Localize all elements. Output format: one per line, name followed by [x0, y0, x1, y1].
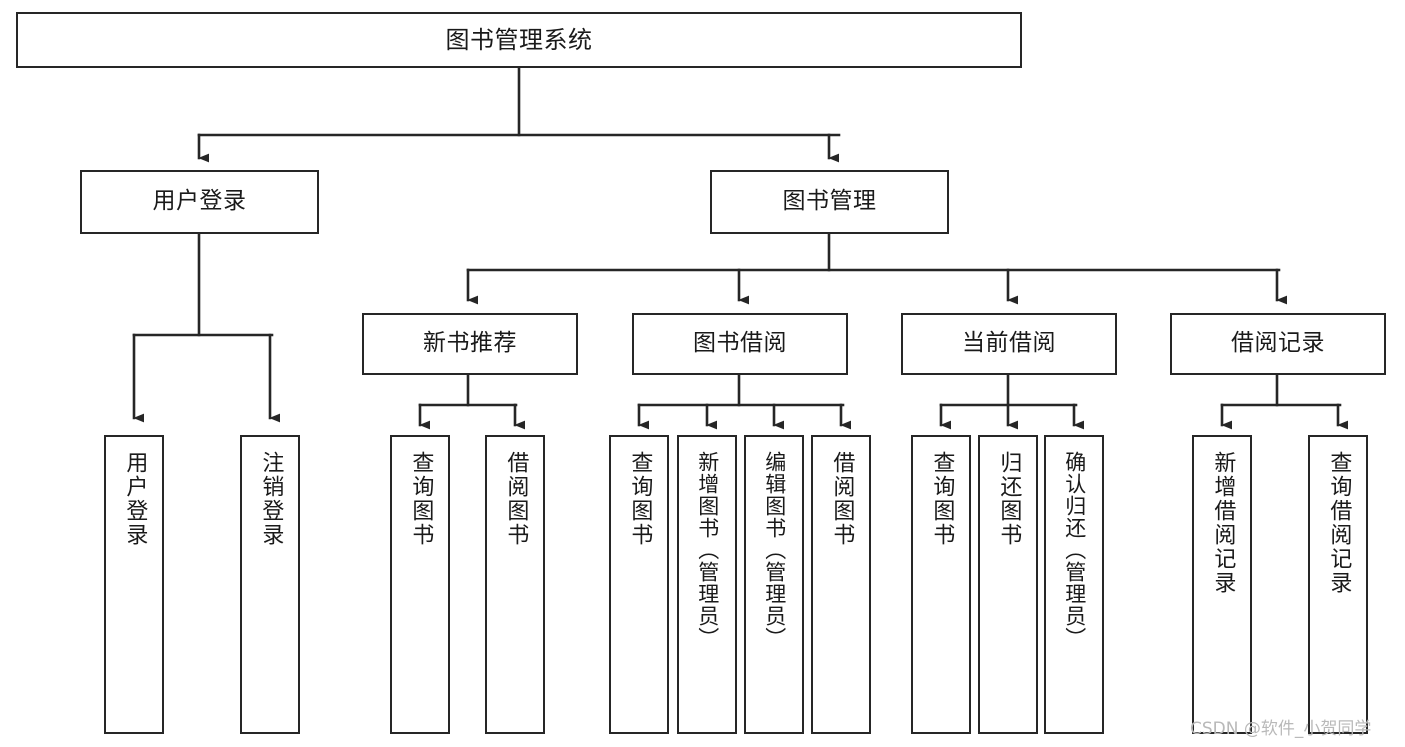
node-label: 确认归还（管理员） — [1062, 451, 1087, 649]
node-root-book-management-system[interactable]: 图书管理系统 — [16, 12, 1022, 68]
leaf-query-book-borrow[interactable]: 查询图书 — [609, 435, 669, 734]
node-label: 借阅图书 — [503, 451, 529, 547]
node-label: 图书借阅 — [693, 330, 787, 357]
leaf-return-book[interactable]: 归还图书 — [978, 435, 1038, 734]
node-label: 用户登录 — [122, 451, 148, 547]
node-label: 新书推荐 — [423, 330, 517, 357]
leaf-borrow-book-borrow[interactable]: 借阅图书 — [811, 435, 871, 734]
node-current-borrow[interactable]: 当前借阅 — [901, 313, 1117, 375]
leaf-user-logout[interactable]: 注销登录 — [240, 435, 300, 734]
leaf-borrow-book-recommend[interactable]: 借阅图书 — [485, 435, 545, 734]
node-label: 图书管理系统 — [445, 25, 593, 54]
node-label: 注销登录 — [258, 451, 284, 547]
leaf-confirm-return-admin[interactable]: 确认归还（管理员） — [1044, 435, 1104, 734]
node-label: 新增图书（管理员） — [695, 451, 720, 649]
node-label: 当前借阅 — [962, 330, 1056, 357]
node-label: 查询图书 — [408, 451, 434, 547]
leaf-user-login[interactable]: 用户登录 — [104, 435, 164, 734]
node-label: 查询图书 — [627, 451, 653, 547]
node-book-management[interactable]: 图书管理 — [710, 170, 949, 234]
node-label: 归还图书 — [996, 451, 1022, 547]
node-borrow-record[interactable]: 借阅记录 — [1170, 313, 1386, 375]
node-label: 用户登录 — [152, 188, 247, 215]
node-label: 借阅图书 — [829, 451, 855, 547]
node-label: 图书管理 — [782, 188, 877, 215]
leaf-add-borrow-record[interactable]: 新增借阅记录 — [1192, 435, 1252, 734]
node-label: 编辑图书（管理员） — [762, 451, 787, 649]
node-label: 借阅记录 — [1231, 330, 1325, 357]
node-label: 查询图书 — [929, 451, 955, 547]
node-label: 查询借阅记录 — [1326, 451, 1352, 595]
node-book-borrow[interactable]: 图书借阅 — [632, 313, 848, 375]
leaf-query-borrow-record[interactable]: 查询借阅记录 — [1308, 435, 1368, 734]
leaf-add-book-admin[interactable]: 新增图书（管理员） — [677, 435, 737, 734]
node-new-book-recommend[interactable]: 新书推荐 — [362, 313, 578, 375]
node-user-login[interactable]: 用户登录 — [80, 170, 319, 234]
node-label: 新增借阅记录 — [1210, 451, 1236, 595]
leaf-query-book-current[interactable]: 查询图书 — [911, 435, 971, 734]
leaf-edit-book-admin[interactable]: 编辑图书（管理员） — [744, 435, 804, 734]
leaf-query-book-recommend[interactable]: 查询图书 — [390, 435, 450, 734]
csdn-watermark: CSDN @软件_小贺同学 — [1190, 719, 1372, 739]
